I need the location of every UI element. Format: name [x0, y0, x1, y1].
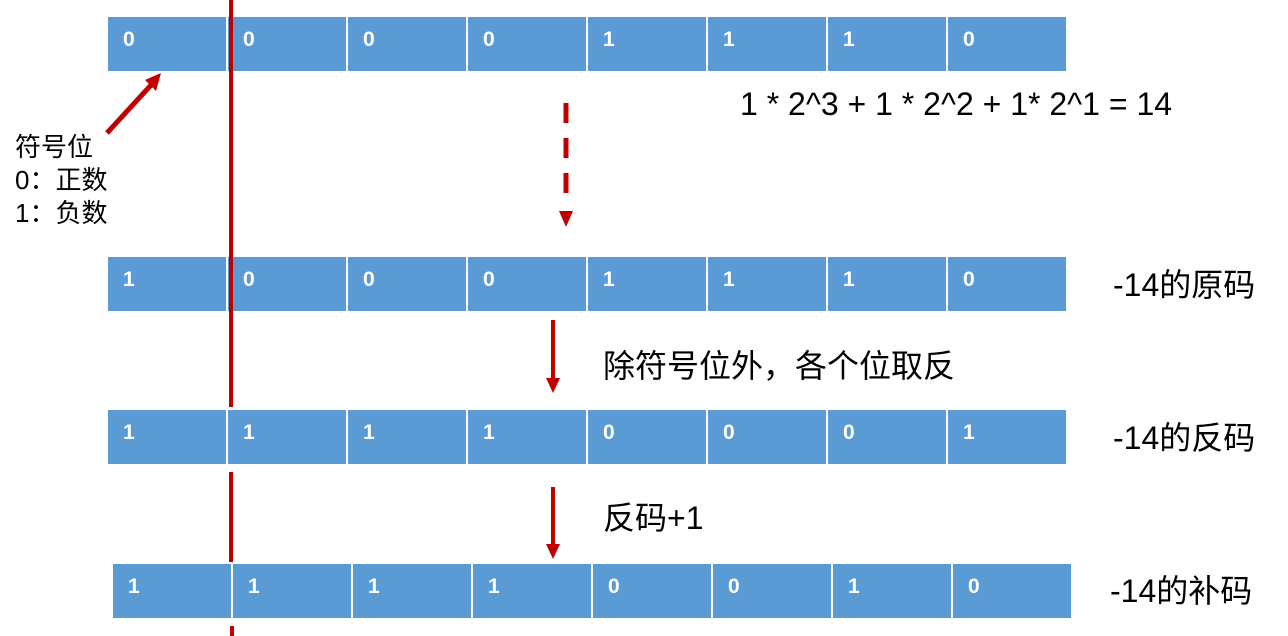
sign-bit-divider-line	[229, 0, 233, 407]
step-invert-text: 除符号位外，各个位取反	[603, 348, 956, 384]
bit-cell: 1	[828, 257, 946, 311]
bit-cell: 0	[228, 17, 346, 71]
formula-text: 1 * 2^3 + 1 * 2^2 + 1* 2^1 = 14	[740, 86, 1173, 122]
bit-cell: 1	[708, 257, 826, 311]
bit-row-sign-magnitude: 1 0 0 0 1 1 1 0	[108, 257, 1066, 311]
sign-bit-negative: 1：负数	[15, 198, 108, 228]
row-label-sign-magnitude: -14的原码	[1113, 267, 1256, 303]
bit-cell: 0	[348, 17, 466, 71]
bit-cell: 1	[948, 410, 1066, 464]
bit-cell: 1	[708, 17, 826, 71]
sign-bit-divider-line	[230, 626, 234, 636]
bit-cell: 0	[948, 17, 1066, 71]
sign-bit-pointer-arrow-icon	[105, 73, 161, 135]
bit-cell: 1	[113, 564, 231, 618]
bit-cell: 0	[708, 410, 826, 464]
bit-cell: 1	[473, 564, 591, 618]
bit-cell: 1	[588, 17, 706, 71]
bit-cell: 1	[833, 564, 951, 618]
bit-cell: 0	[348, 257, 466, 311]
bit-cell: 0	[948, 257, 1066, 311]
bit-row-positive: 0 0 0 0 1 1 1 0	[108, 17, 1066, 71]
bit-cell: 1	[228, 410, 346, 464]
plus-one-down-arrow-icon	[546, 487, 560, 559]
sign-bit-title: 符号位	[15, 132, 94, 162]
sign-bit-note: 符号位 0：正数 1：负数	[15, 131, 107, 230]
bit-cell: 0	[228, 257, 346, 311]
bit-cell: 0	[593, 564, 711, 618]
bit-cell: 1	[588, 257, 706, 311]
dashed-down-arrow-icon	[559, 103, 573, 227]
bit-cell: 1	[233, 564, 351, 618]
bit-cell: 1	[108, 257, 226, 311]
sign-bit-positive: 0：正数	[15, 165, 108, 195]
row-label-twos-complement: -14的补码	[1110, 573, 1253, 609]
bit-row-ones-complement: 1 1 1 1 0 0 0 1	[108, 410, 1066, 464]
bit-cell: 1	[353, 564, 471, 618]
bit-cell: 1	[828, 17, 946, 71]
bit-cell: 0	[588, 410, 706, 464]
bit-cell: 0	[828, 410, 946, 464]
bit-cell: 0	[108, 17, 226, 71]
row-label-ones-complement: -14的反码	[1113, 420, 1256, 456]
bit-cell: 0	[468, 17, 586, 71]
bit-cell: 1	[348, 410, 466, 464]
bit-cell: 0	[713, 564, 831, 618]
sign-bit-divider-line	[229, 472, 233, 562]
bit-cell: 0	[468, 257, 586, 311]
invert-down-arrow-icon	[546, 320, 560, 393]
step-plus-one-text: 反码+1	[603, 500, 704, 536]
bit-row-twos-complement: 1 1 1 1 0 0 1 0	[113, 564, 1071, 618]
bit-cell: 0	[953, 564, 1071, 618]
bit-cell: 1	[468, 410, 586, 464]
bit-cell: 1	[108, 410, 226, 464]
